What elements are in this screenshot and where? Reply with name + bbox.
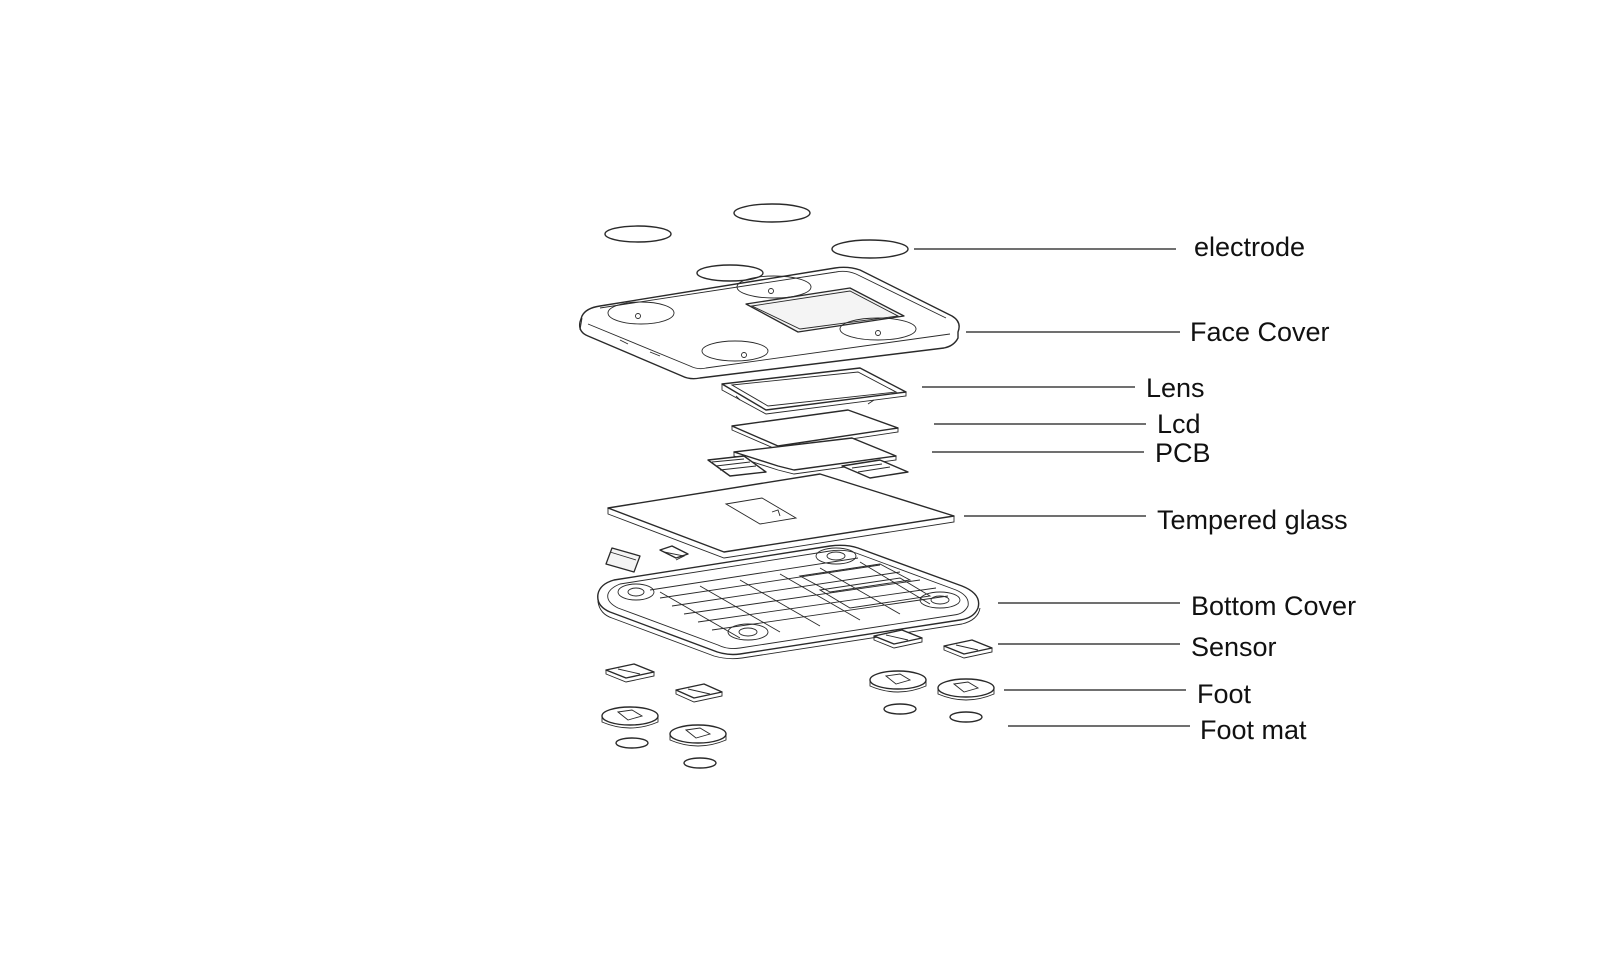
pcb-part	[707, 437, 909, 479]
label-lens: Lens	[1146, 373, 1205, 403]
tempered-glass-part	[607, 473, 955, 559]
label-bottom-cover: Bottom Cover	[1191, 591, 1357, 621]
label-foot: Foot	[1197, 679, 1252, 709]
face-cover-part	[578, 266, 960, 380]
foot-mat-parts	[615, 703, 983, 769]
label-sensor: Sensor	[1191, 632, 1277, 662]
leader-lines	[914, 248, 1190, 727]
label-tempered-glass: Tempered glass	[1157, 505, 1348, 535]
label-pcb: PCB	[1155, 438, 1211, 468]
label-electrode: electrode	[1194, 232, 1306, 262]
label-foot-mat: Foot mat	[1200, 715, 1307, 745]
label-face-cover: Face Cover	[1190, 317, 1330, 347]
sensor-parts	[605, 629, 993, 703]
label-lcd: Lcd	[1157, 409, 1201, 439]
foot-parts	[601, 670, 995, 747]
electrode-parts	[604, 203, 909, 282]
bottom-cover-part	[597, 544, 981, 660]
lens-part	[721, 367, 907, 415]
